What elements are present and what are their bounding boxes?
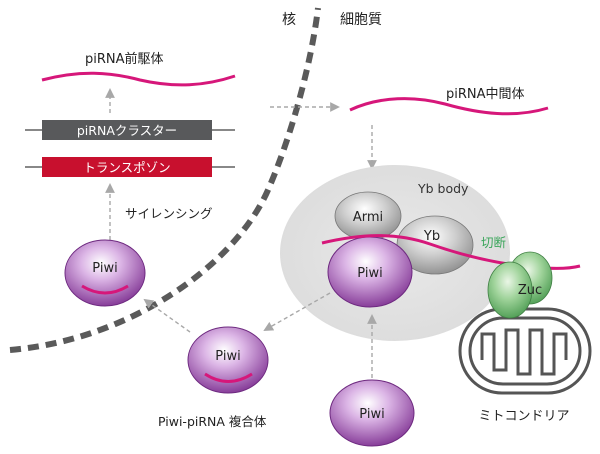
transposon-label: トランスポゾン [83,160,170,175]
arrow-complex-to-nucleus [143,298,191,333]
complex-caption: Piwi-piRNA 複合体 [158,414,267,429]
ybbody-rna [321,234,581,270]
cluster-bar [42,120,212,140]
zuc-protein [487,261,533,319]
cluster-label: piRNAクラスター [77,123,177,138]
mitochondrion [458,307,592,395]
zuc-label: Zuc [518,283,542,298]
yb-body-label: Yb body [417,181,469,196]
precursor-label: piRNA前駆体 [85,51,164,67]
piwi-complex-label: Piwi [215,349,240,364]
transposon-bar [42,157,212,177]
nucleus-label: 核 [282,12,296,28]
piwi-ybbody-label: Piwi [357,266,382,281]
precursor-rna [41,71,236,87]
piwi-nucleus-pirna [81,284,129,295]
piwi-free [329,379,415,447]
silencing-label: サイレンシング [125,206,213,221]
cytoplasm-label: 細胞質 [340,12,382,28]
armi-label: Armi [353,210,383,225]
mitochondria-label: ミトコンドリア [478,409,569,424]
piwi-nucleus [64,239,146,307]
piwi-complex-pirna [204,372,253,383]
cleavage-label: 切断 [481,235,506,250]
yb-label: Yb [423,229,440,244]
intermediate-label: piRNA中間体 [446,87,525,102]
arrow-ybbody-to-complex [263,292,331,331]
piwi-free-label: Piwi [359,407,384,422]
piwi-nucleus-label: Piwi [92,261,117,276]
intermediate-rna [349,97,549,116]
nuclear-envelope [9,7,321,353]
